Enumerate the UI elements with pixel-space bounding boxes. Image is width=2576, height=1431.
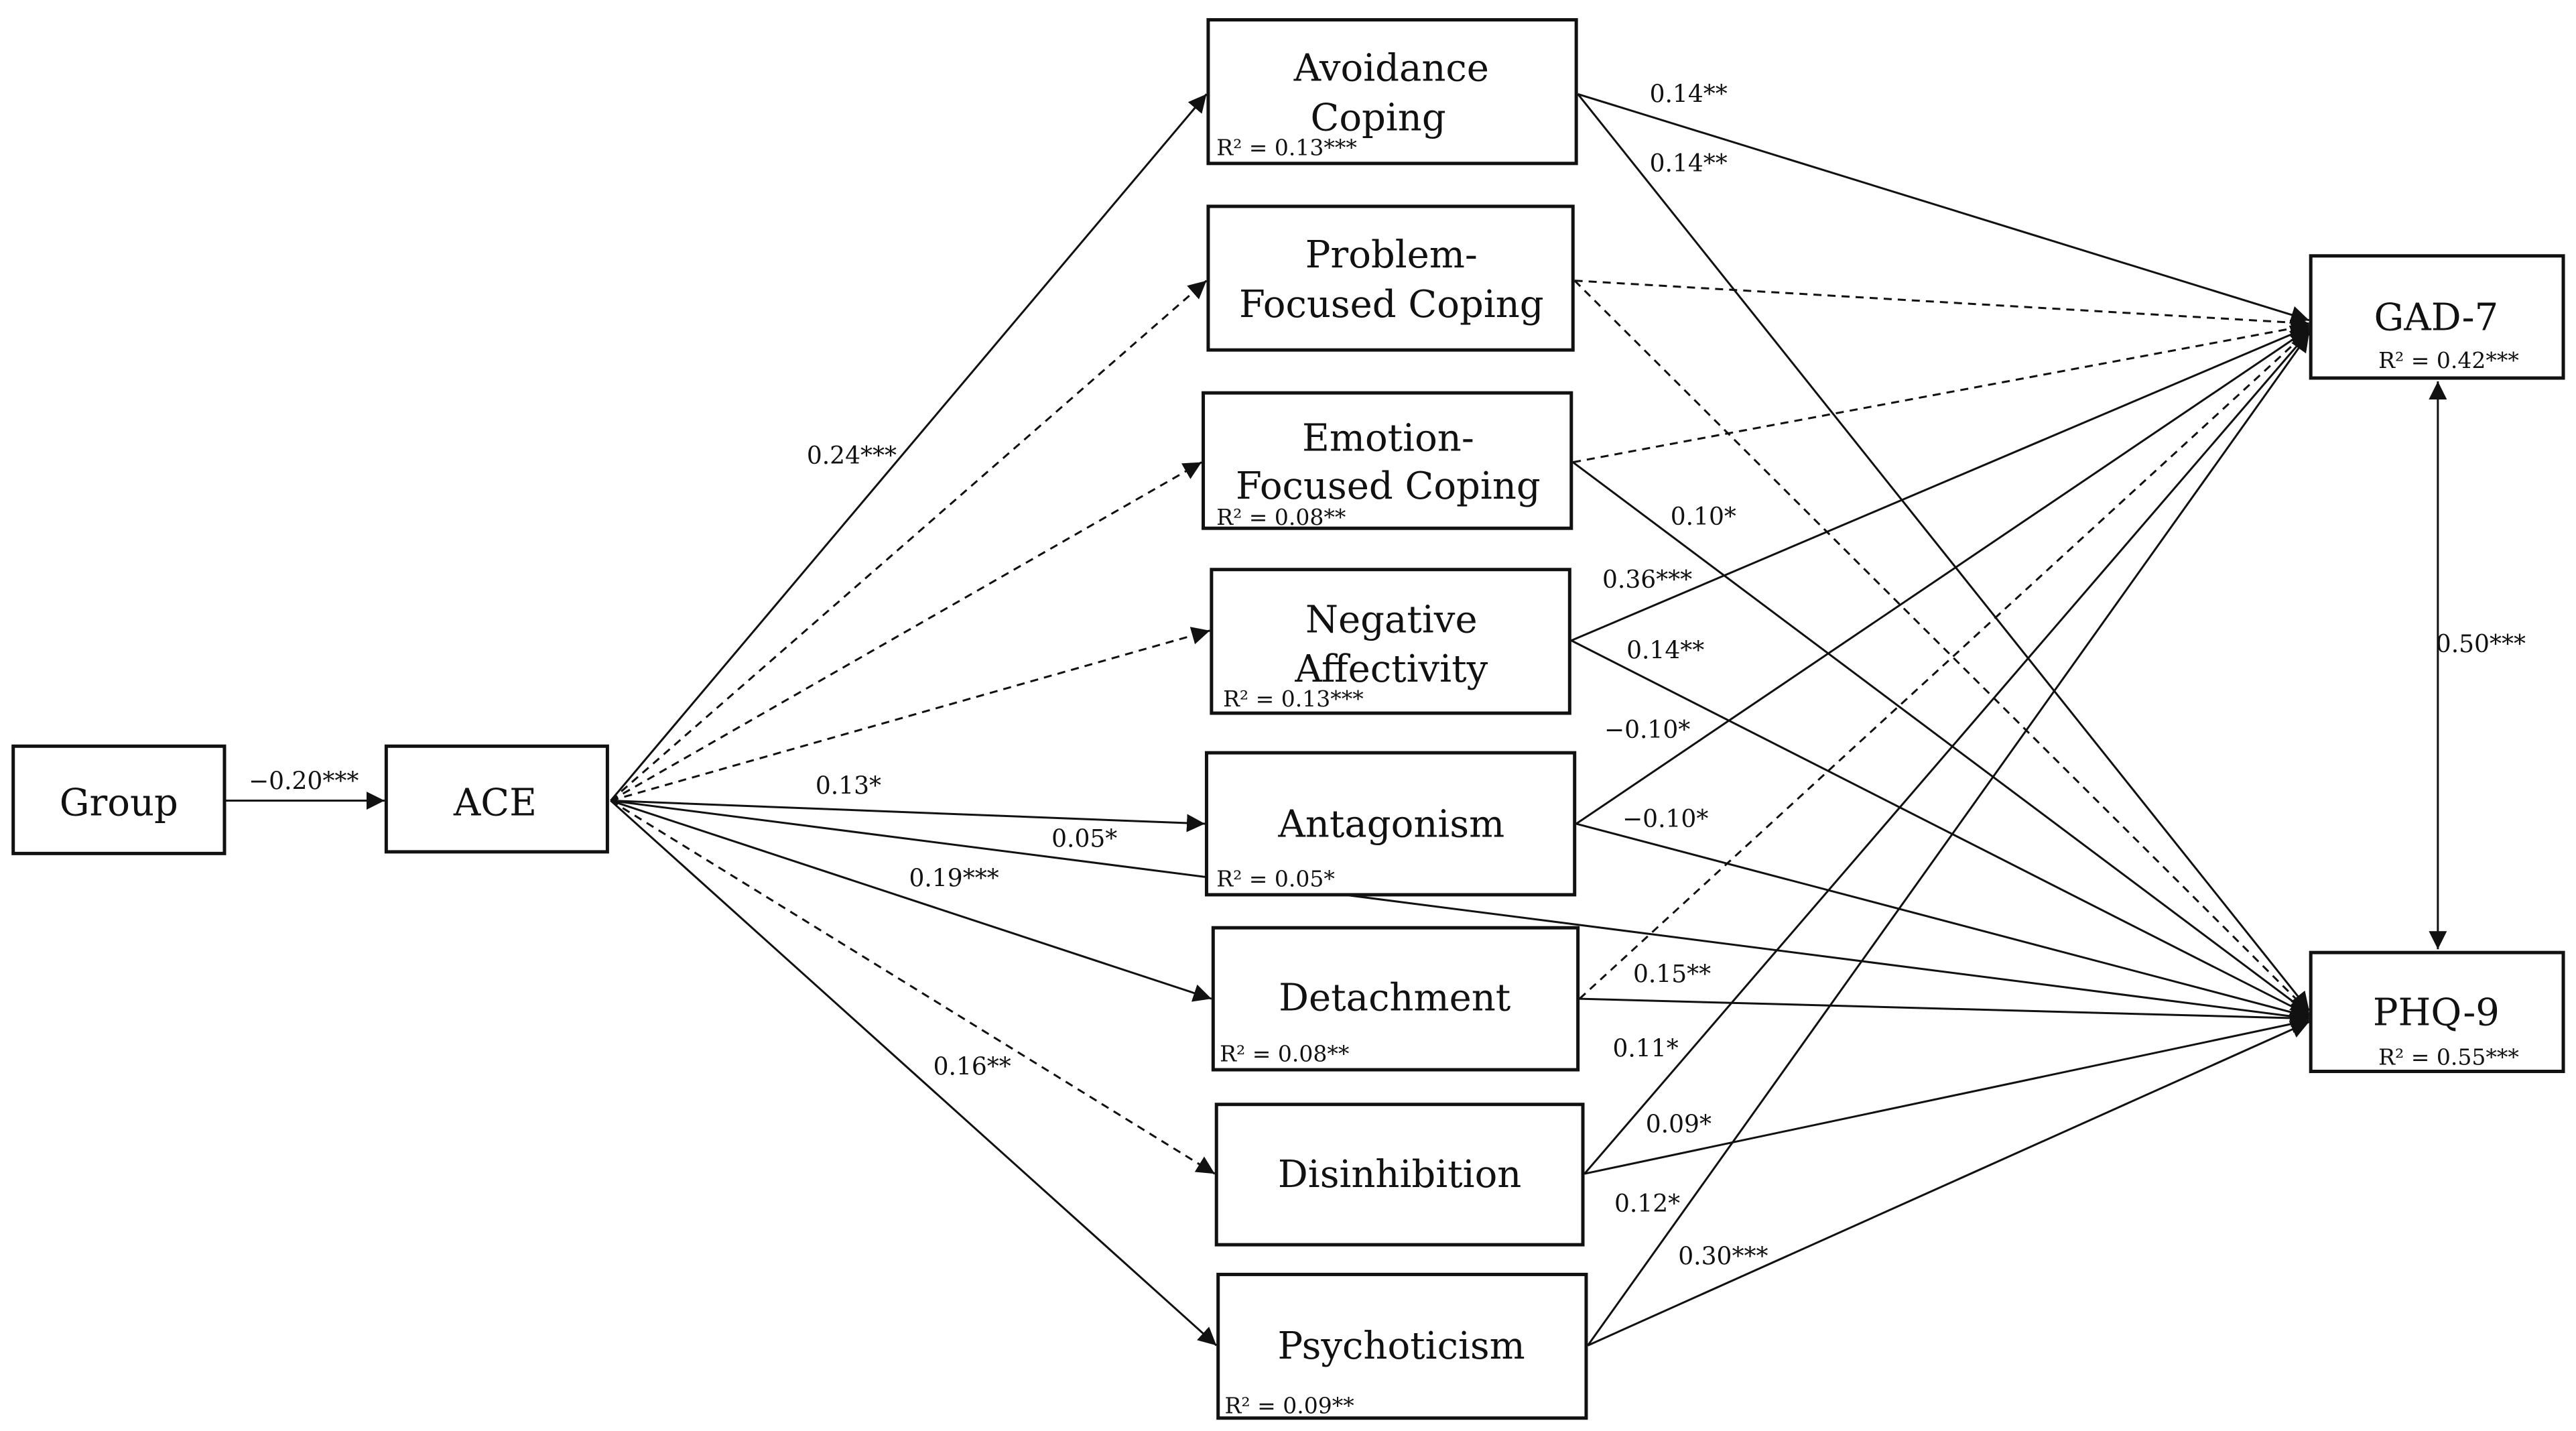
coef-label-antag-to-phq: −0.10* <box>1622 806 1708 833</box>
node-label-phq: PHQ-9 <box>2373 991 2500 1035</box>
node-label-ace: ACE <box>453 782 537 825</box>
r-squared-phq: R² = 0.55*** <box>2378 1044 2519 1070</box>
node-box-avoid <box>1206 18 1578 166</box>
node-disinh: Disinhibition <box>1214 1103 1585 1247</box>
coef-label-disinh-to-phq: 0.09* <box>1646 1111 1712 1139</box>
path-ace-to-phq <box>610 800 2309 1025</box>
node-phq: PHQ-9 R² = 0.55*** <box>2309 950 2565 1073</box>
path-ace-to-emotion <box>610 461 1202 802</box>
path-psycho-to-gad <box>1587 332 2310 1347</box>
path-antag-to-phq <box>1575 822 2310 1021</box>
coef-label-ace-to-avoid: 0.24*** <box>807 442 897 470</box>
path-ace-to-antag <box>610 800 1206 832</box>
node-box-emotion <box>1202 391 1573 530</box>
coef-label-antag-to-gad: −0.10* <box>1604 717 1690 744</box>
node-box-problem <box>1206 204 1575 352</box>
node-gad: GAD-7 R² = 0.42*** <box>2309 254 2565 380</box>
path-ace-to-avoid <box>610 93 1208 802</box>
node-label-group: Group <box>60 782 178 825</box>
path-avoid-to-gad <box>1577 92 2310 324</box>
node-box-negaff <box>1210 568 1571 715</box>
coef-label-negaff-to-gad: 0.36*** <box>1602 566 1692 594</box>
r-squared-avoid: R² = 0.13*** <box>1216 135 1357 161</box>
r-squared-negaff: R² = 0.13*** <box>1223 686 1364 712</box>
coef-label-avoid-to-phq: 0.14** <box>1650 150 1728 178</box>
path-psycho-to-phq <box>1587 1021 2310 1347</box>
node-group: Group <box>11 744 227 855</box>
coef-label-group-to-ace: −0.20*** <box>249 767 359 795</box>
path-emotion-to-gad <box>1572 319 2310 464</box>
node-label-problem: Focused Coping <box>1239 283 1544 326</box>
node-label-negaff: Negative <box>1305 598 1478 641</box>
path-disinh-to-phq <box>1584 1015 2310 1175</box>
node-label-emotion: Focused Coping <box>1236 464 1541 508</box>
node-box-phq <box>2309 950 2565 1073</box>
path-ace-to-detach <box>610 800 1212 1002</box>
path-problem-to-gad <box>1574 279 2309 332</box>
node-label-avoid: Coping <box>1310 97 1445 140</box>
path-ace-to-psycho <box>610 800 1218 1347</box>
node-label-detach: Detachment <box>1279 976 1511 1019</box>
node-label-emotion: Emotion- <box>1302 416 1474 460</box>
node-box-antag <box>1204 751 1577 897</box>
path-disinh-to-gad <box>1584 331 2310 1175</box>
node-box-disinh <box>1214 1103 1585 1247</box>
coef-label-detach-to-phq: 0.15** <box>1633 960 1711 988</box>
node-label-gad: GAD-7 <box>2374 296 2499 340</box>
r-squared-detach: R² = 0.08** <box>1220 1041 1349 1067</box>
node-ace: ACE <box>384 744 609 854</box>
r-squared-psycho: R² = 0.09** <box>1225 1392 1354 1418</box>
coef-label-emotion-to-phq: 0.10* <box>1671 503 1736 531</box>
node-label-negaff: Affectivity <box>1294 647 1488 691</box>
node-box-detach <box>1211 926 1580 1072</box>
node-psycho: Psychoticism R² = 0.09** <box>1216 1272 1588 1420</box>
r-squared-gad: R² = 0.42*** <box>2378 347 2519 373</box>
node-detach: Detachment R² = 0.08** <box>1211 926 1580 1072</box>
path-detach-to-gad <box>1579 329 2310 1000</box>
coef-label-psycho-to-gad: 0.12* <box>1614 1190 1680 1218</box>
path-detach-to-phq <box>1580 997 2309 1028</box>
coef-label-gad-to-phq: 0.50*** <box>2436 631 2526 658</box>
path-emotion-to-phq <box>1572 461 2310 1015</box>
node-box-psycho <box>1216 1272 1588 1420</box>
path-ace-to-negaff <box>610 627 1210 802</box>
path-avoid-to-phq <box>1577 93 2310 1011</box>
r-squared-emotion: R² = 0.08** <box>1216 504 1346 530</box>
coef-label-disinh-to-gad: 0.11* <box>1613 1035 1679 1062</box>
coef-label-ace-to-psycho: 0.16** <box>933 1053 1011 1080</box>
coef-label-negaff-to-phq: 0.14** <box>1626 637 1704 665</box>
coef-label-ace-to-detach: 0.19*** <box>909 865 999 893</box>
node-label-psycho: Psychoticism <box>1277 1324 1525 1368</box>
coef-label-psycho-to-phq: 0.30*** <box>1678 1243 1768 1271</box>
path-negaff-to-gad <box>1571 325 2310 642</box>
node-label-problem: Problem- <box>1305 233 1478 277</box>
node-antag: Antagonism R² = 0.05* <box>1204 751 1577 897</box>
path-problem-to-phq <box>1573 279 2310 1013</box>
path-ace-to-problem <box>610 279 1208 802</box>
node-label-avoid: Avoidance <box>1293 47 1489 90</box>
coef-label-avoid-to-gad: 0.14** <box>1650 81 1728 109</box>
node-label-disinh: Disinhibition <box>1278 1153 1521 1196</box>
node-label-antag: Antagonism <box>1277 803 1504 847</box>
node-box-gad <box>2309 254 2565 380</box>
path-negaff-to-phq <box>1571 639 2310 1017</box>
coef-label-ace-to-phq: 0.05* <box>1051 826 1117 853</box>
path-ace-to-disinh <box>610 800 1216 1175</box>
coef-label-ace-to-antag: 0.13* <box>816 773 881 800</box>
path-antag-to-gad <box>1575 327 2310 825</box>
r-squared-antag: R² = 0.05* <box>1216 866 1335 892</box>
node-box-ace <box>384 744 609 854</box>
node-box-group <box>11 744 227 855</box>
node-problem: Problem- Focused Coping <box>1206 204 1575 352</box>
